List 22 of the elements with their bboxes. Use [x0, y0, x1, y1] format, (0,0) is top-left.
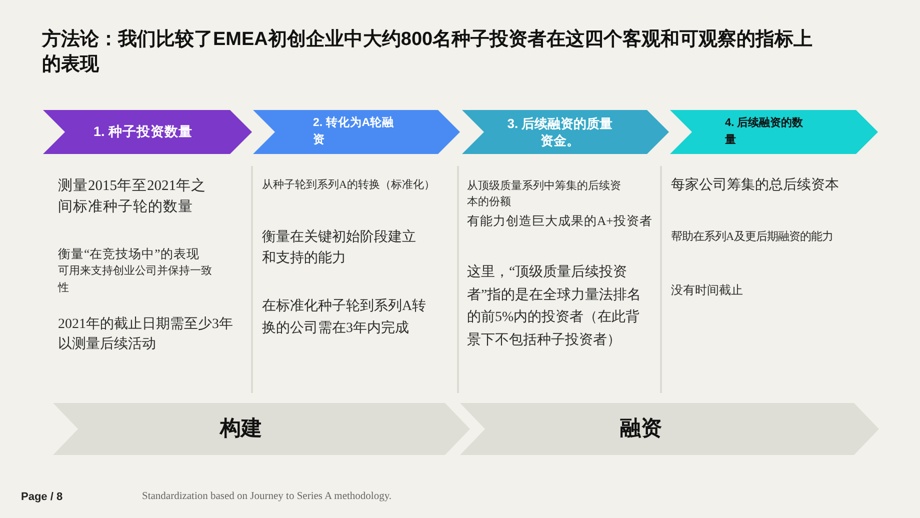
description-text: 可用来支持创业公司并保持一致性 [58, 264, 213, 296]
phase-band: 构建 [53, 403, 470, 455]
description-text: 测量2015年至2021年之间标准种子轮的数量 [58, 176, 207, 217]
description-text: 这里，“顶级质量后续投资者”指的是在全球力量法排名的前5%内的投资者（在此背景下不包括种子投资者） [467, 263, 642, 350]
description-text: 每家公司筹集的总后续资本 [671, 176, 839, 195]
description-text: 从种子轮到系列A的转换（标准化） [262, 178, 435, 193]
description-text: 从顶级质量系列中筹集的后续资本的份额 [467, 178, 622, 210]
page-number: Page / 8 [21, 490, 63, 504]
process-step: 2. 转化为A轮融资 [253, 110, 460, 154]
description-text: 在标准化种子轮到系列A转换的公司需在3年内完成 [262, 297, 428, 338]
process-step: 1. 种子投资数量 [43, 110, 252, 154]
description-text: 2021年的截止日期需至少3年以测量后续活动 [58, 316, 234, 354]
phase-band: 融资 [460, 403, 879, 455]
description-text: 没有时间截止 [671, 282, 743, 299]
slide-title: 方法论：我们比较了EMEA初创企业中大约800名种子投资者在这四个客观和可观察的指标上的表现 [42, 28, 814, 77]
process-step: 3. 后续融资的质量资金。 [462, 110, 669, 154]
description-text: 帮助在系列A及更后期融资的能力 [671, 229, 834, 245]
process-step: 4. 后续融资的数量 [670, 110, 878, 154]
description-text: 衡量“在竞技场中”的表现 [58, 246, 200, 263]
description-text: 衡量在关键初始阶段建立和支持的能力 [262, 228, 417, 268]
footnote-text: Standardization based on Journey to Series A methodology. [142, 490, 392, 504]
description-text: 有能力创造巨大成果的A+投资者 [467, 213, 652, 230]
